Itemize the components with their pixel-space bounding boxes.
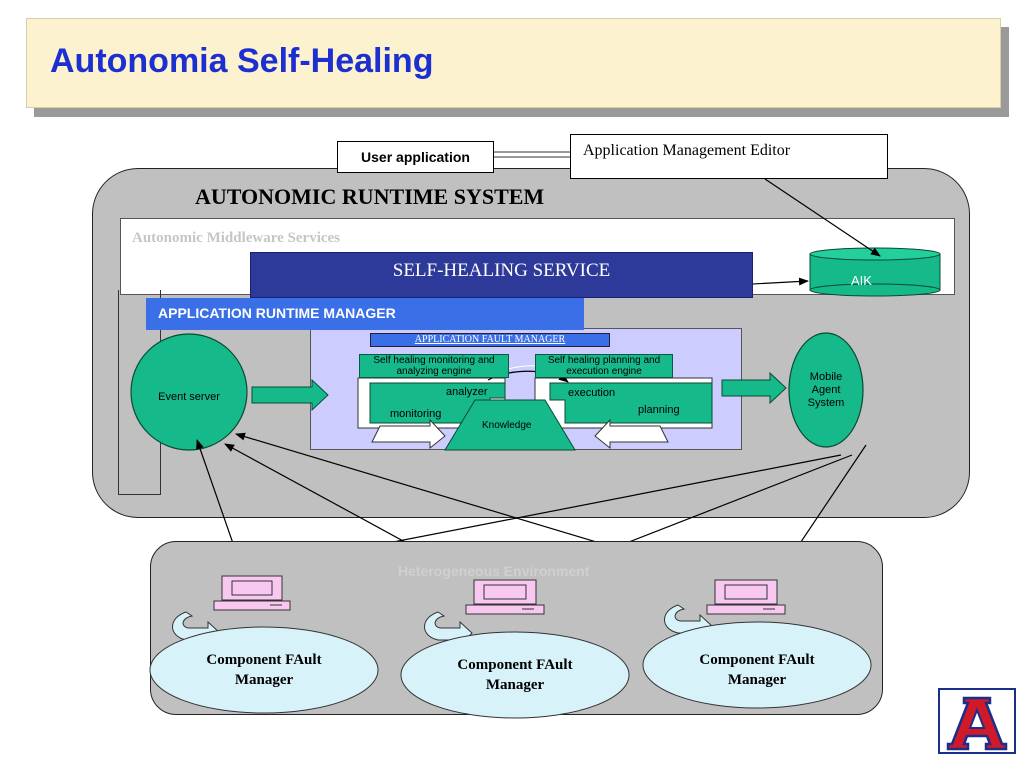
event-server-circle xyxy=(130,333,248,451)
component-fault-manager-3: Component FAult Manager xyxy=(699,652,815,688)
environment-label: Heterogeneous Environment xyxy=(398,563,590,579)
event-server-label: Event server xyxy=(158,391,220,403)
aik-label: AIK xyxy=(851,273,872,288)
mobile-agent-label: Mobile Agent System xyxy=(807,371,845,409)
execution-block xyxy=(549,382,713,424)
self-healing-service: SELF-HEALING SERVICE xyxy=(250,252,753,298)
runtime-title: AUTONOMIC RUNTIME SYSTEM xyxy=(195,184,545,209)
university-a-logo xyxy=(938,688,1016,754)
computer-icon xyxy=(213,575,291,611)
middleware-label: Autonomic Middleware Services xyxy=(132,230,341,246)
editor-to-aik-line xyxy=(764,178,881,257)
application-management-editor-box: Application Management Editor xyxy=(570,134,888,179)
title-banner xyxy=(26,18,1001,108)
afm-to-agent-arrow-icon xyxy=(721,371,787,405)
monitoring-label: monitoring xyxy=(390,408,442,420)
computer-icon xyxy=(465,579,545,615)
cfm-ellipse xyxy=(642,621,872,709)
cfm-ellipse xyxy=(149,626,379,714)
execution-label: execution xyxy=(568,387,616,399)
page-title: Autonomia Self-Healing xyxy=(50,42,434,80)
application-runtime-manager: APPLICATION RUNTIME MANAGER xyxy=(146,298,584,330)
event-to-afm-arrow-icon xyxy=(251,378,329,412)
planning-engine: Self healing planning and execution engi… xyxy=(535,354,673,378)
knowledge-label: Knowledge xyxy=(482,420,532,431)
cfm-ellipse xyxy=(400,631,630,719)
component-fault-manager-2: Component FAult Manager xyxy=(457,657,573,693)
analyzer-label: analyzer xyxy=(446,386,488,398)
mobile-agent-ellipse xyxy=(788,332,864,448)
planning-label: planning xyxy=(638,404,680,416)
user-application-box: User application xyxy=(337,141,494,173)
knowledge-trapezoid xyxy=(444,399,576,451)
computer-icon xyxy=(706,579,786,615)
monitoring-engine: Self healing monitoring and analyzing en… xyxy=(359,354,509,378)
application-fault-manager-label: APPLICATION FAULT MANAGER xyxy=(370,333,610,347)
component-fault-manager-1: Component FAult Manager xyxy=(206,652,322,688)
